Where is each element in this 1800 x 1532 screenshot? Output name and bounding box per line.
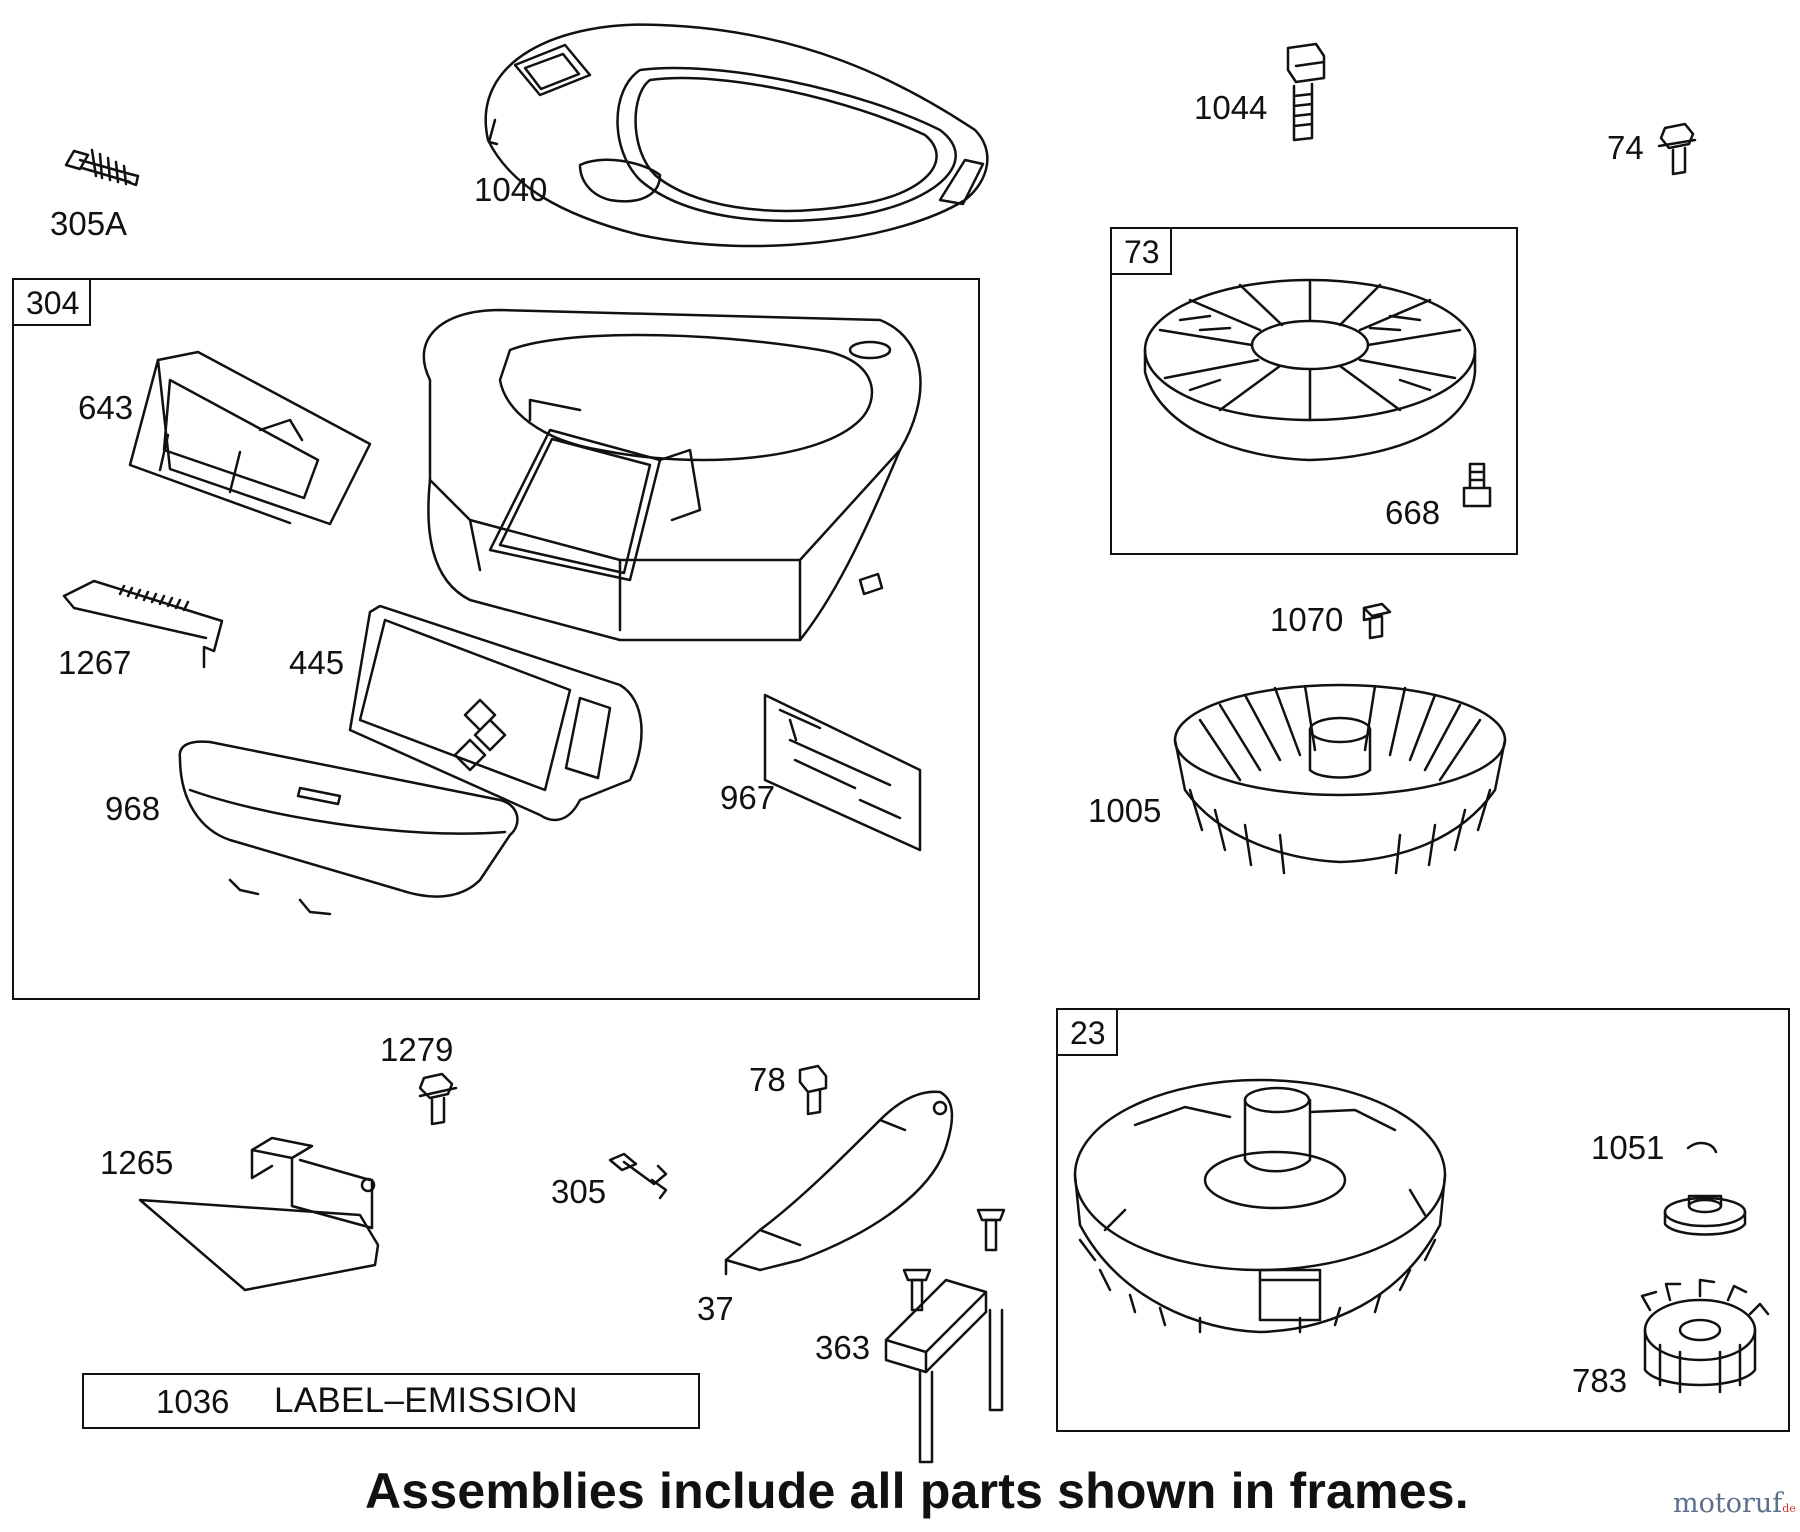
assemblies-note: Assemblies include all parts shown in fr… bbox=[365, 1463, 1469, 1519]
fan-screen-73-drawing bbox=[1143, 278, 1477, 462]
cover-968-drawing bbox=[178, 740, 519, 916]
watermark-name: motoruf bbox=[1673, 1488, 1783, 1519]
part-number-1051: 1051 bbox=[1591, 1129, 1665, 1166]
frame-tag-23: 23 bbox=[1058, 1010, 1118, 1056]
watermark: motorufde bbox=[1673, 1488, 1796, 1519]
label-emission-box: 1036 LABEL–EMISSION bbox=[82, 1373, 700, 1429]
bolt-1070-drawing bbox=[1362, 602, 1392, 640]
screw-305-drawing bbox=[608, 1152, 668, 1200]
frame-tag-304: 304 bbox=[14, 280, 92, 326]
label-emission-text: LABEL–EMISSION bbox=[274, 1381, 578, 1420]
grille-445-drawing bbox=[348, 604, 643, 822]
part-number-668: 668 bbox=[1385, 494, 1441, 531]
frame-23: 23 bbox=[1056, 1008, 1790, 1432]
part-number-643: 643 bbox=[78, 389, 134, 426]
frame-tag-73: 73 bbox=[1112, 229, 1172, 275]
stud-668-drawing bbox=[1462, 462, 1492, 508]
blower-cover-1040-drawing bbox=[484, 23, 989, 248]
washer-1051-drawing bbox=[1663, 1194, 1747, 1236]
part-number-783: 783 bbox=[1572, 1362, 1628, 1399]
watermark-tld: de bbox=[1782, 1502, 1796, 1515]
screw-1279-drawing bbox=[418, 1072, 458, 1126]
part-number-363: 363 bbox=[815, 1329, 871, 1366]
baffle-1265-drawing bbox=[138, 1136, 380, 1292]
screw-74-drawing bbox=[1657, 122, 1697, 176]
frame-73: 73 bbox=[1110, 227, 1518, 555]
part-number-1279: 1279 bbox=[380, 1031, 454, 1068]
gear-783-drawing bbox=[1640, 1278, 1770, 1394]
part-number-74: 74 bbox=[1607, 129, 1644, 166]
part-number-1005: 1005 bbox=[1088, 792, 1162, 829]
shield-37-drawing bbox=[724, 1090, 954, 1276]
part-number-1040: 1040 bbox=[474, 171, 548, 208]
clip-1051-drawing bbox=[1686, 1141, 1718, 1154]
part-number-78: 78 bbox=[749, 1061, 786, 1098]
bolt-1044-drawing bbox=[1286, 42, 1326, 142]
part-number-1044: 1044 bbox=[1194, 89, 1268, 126]
part-number-1265: 1265 bbox=[100, 1144, 174, 1181]
part-number-967: 967 bbox=[720, 779, 776, 816]
fan-1005-drawing bbox=[1173, 683, 1507, 875]
bracket-643-drawing bbox=[128, 350, 372, 526]
part-number-445: 445 bbox=[289, 644, 345, 681]
label-emission-number: 1036 bbox=[156, 1383, 230, 1420]
part-number-305a: 305A bbox=[50, 205, 128, 242]
blower-housing-drawing bbox=[422, 308, 922, 642]
part-number-305: 305 bbox=[551, 1173, 607, 1210]
bracket-363-drawing bbox=[884, 1208, 1006, 1464]
part-number-1267: 1267 bbox=[58, 644, 132, 681]
part-number-37: 37 bbox=[697, 1290, 734, 1327]
screw-305a-drawing bbox=[64, 148, 140, 187]
frame-304: 304 bbox=[12, 278, 980, 1000]
decal-967-drawing bbox=[763, 693, 922, 852]
bolt-78-drawing bbox=[798, 1064, 828, 1116]
part-number-968: 968 bbox=[105, 790, 161, 827]
part-number-1070: 1070 bbox=[1270, 601, 1344, 638]
spring-plate-1267-drawing bbox=[62, 579, 224, 669]
flywheel-23-drawing bbox=[1073, 1078, 1447, 1334]
